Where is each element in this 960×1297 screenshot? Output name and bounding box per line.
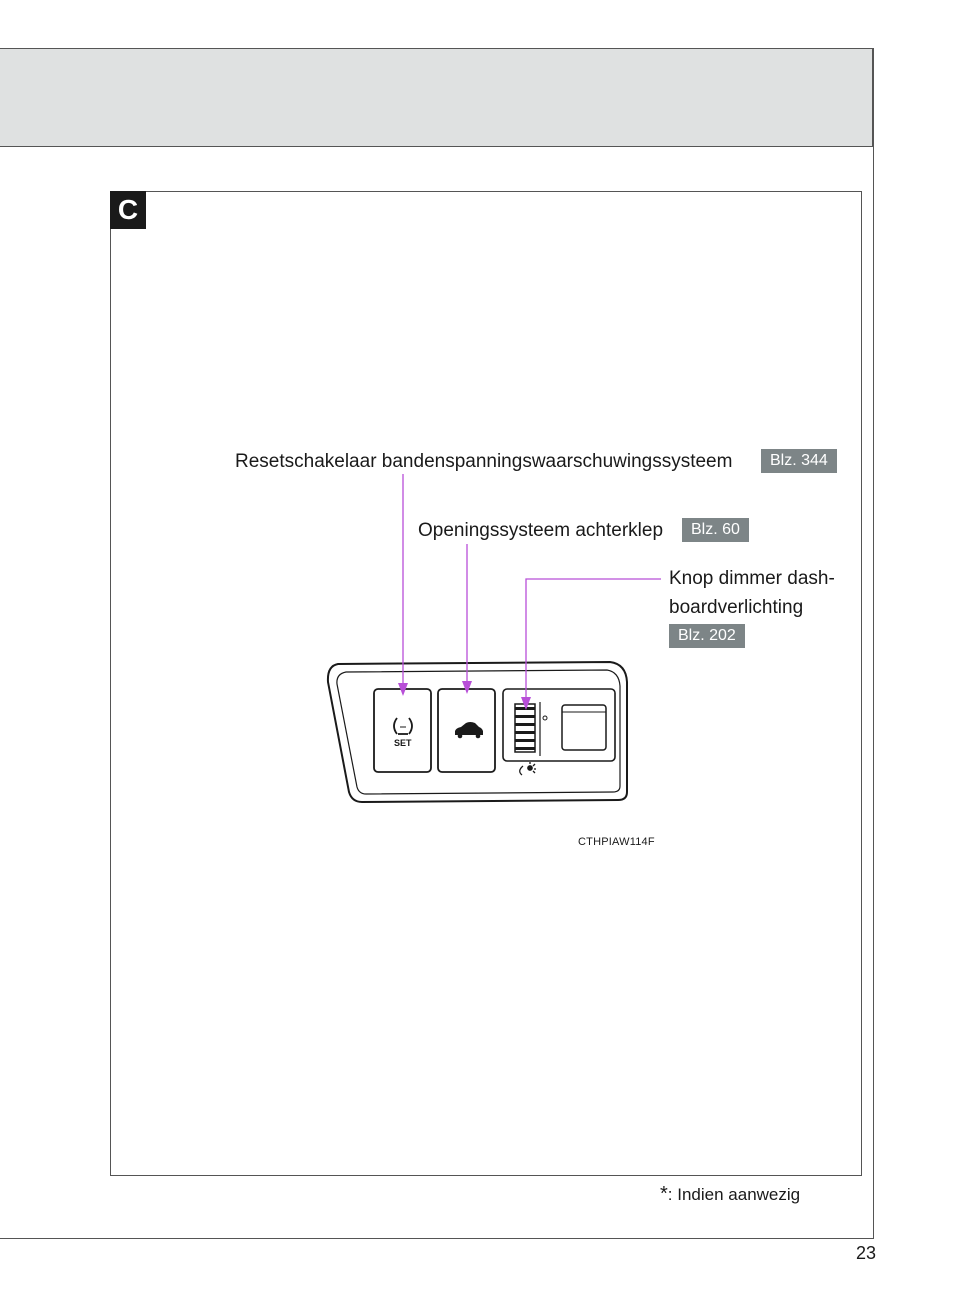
- page-ref-badge-tpms[interactable]: Blz. 344: [761, 449, 837, 473]
- dimmer-wheel: [514, 703, 536, 753]
- callout-label-trunk-opener: Openingssysteem achterklep: [418, 520, 664, 541]
- leader-arrowheads: [398, 681, 531, 710]
- callout-label-dimmer-line2: boardverlichting: [669, 597, 804, 618]
- tpms-warning-icon: [393, 717, 413, 735]
- footnote-text: : Indien aanwezig: [667, 1185, 801, 1204]
- dimmer-indicator-dot: [542, 715, 548, 721]
- footnote: *: Indien aanwezig: [660, 1183, 800, 1206]
- chapter-header-band: [0, 48, 873, 147]
- callout-label-dimmer-line1: Knop dimmer dash-: [669, 568, 835, 589]
- dimmer-slider: [561, 704, 607, 751]
- page-ref-badge-dimmer[interactable]: Blz. 202: [669, 624, 745, 648]
- section-letter: C: [110, 191, 146, 229]
- car-trunk-icon: [455, 722, 483, 735]
- section-box: [110, 191, 862, 1176]
- page-number: 23: [856, 1243, 877, 1263]
- tpms-set-button: [373, 688, 432, 773]
- callout-label-tpms-reset: Resetschakelaar bandenspanningswaarschuw…: [235, 451, 733, 472]
- page-right-rule: [873, 48, 874, 1238]
- asterisk-icon: *: [660, 1183, 668, 1205]
- page-ref-badge-trunk[interactable]: Blz. 60: [682, 518, 749, 542]
- set-button-label: SET: [394, 738, 412, 748]
- figure-code: CTHPIAW114F: [578, 836, 655, 848]
- dimmer-wheel-ridges: [515, 707, 535, 750]
- leader-line-dimmer: [525, 578, 661, 706]
- dashboard-light-icon: [519, 762, 536, 776]
- panel-inner-bezel: [336, 669, 621, 795]
- page-bottom-rule: [0, 1238, 874, 1239]
